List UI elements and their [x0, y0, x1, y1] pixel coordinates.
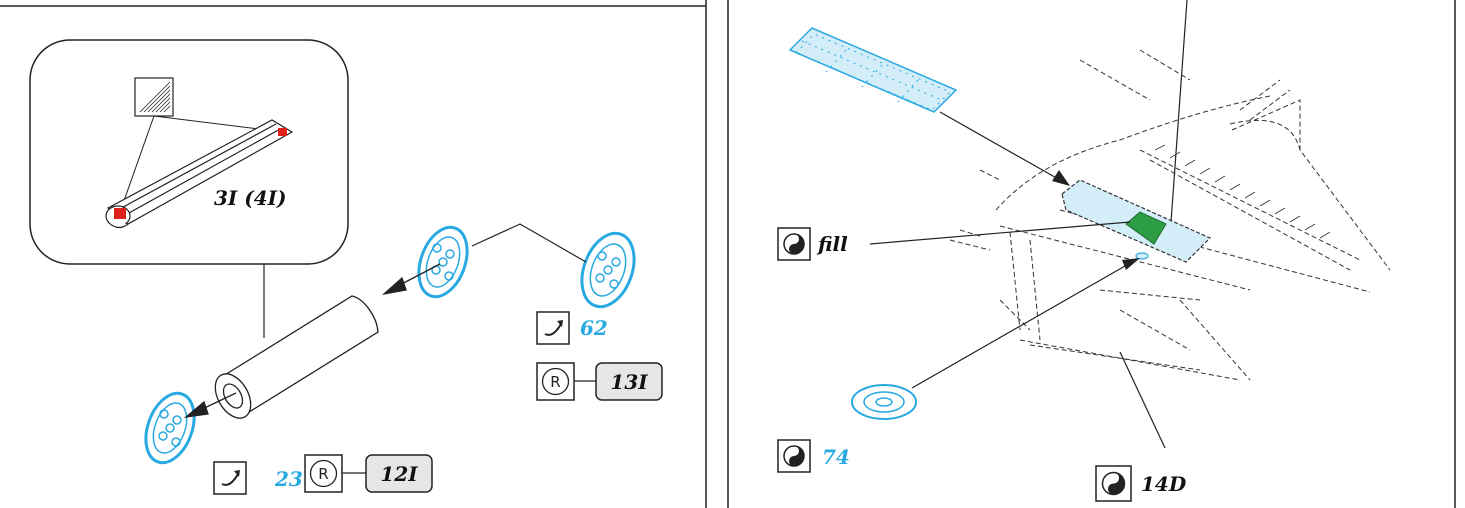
registered-icon-13I: R	[536, 362, 575, 401]
step-number-23: 23	[274, 467, 303, 491]
paint-icon-14D	[1095, 465, 1132, 502]
part-74-leader-line	[911, 261, 1133, 389]
wheel-bottom	[144, 391, 196, 465]
green-decal	[1125, 211, 1167, 245]
registered-icon-12I: R	[304, 454, 343, 493]
ref-label-12I: 12I	[380, 462, 418, 486]
wheel-spare	[580, 231, 636, 309]
wheel-link-line	[471, 223, 587, 263]
red-mark-back	[278, 128, 287, 136]
svg-text:R: R	[550, 373, 560, 391]
glue-icon-23	[213, 461, 247, 495]
wheel-top	[417, 225, 469, 299]
fill-leader-line	[869, 221, 1131, 245]
glue-icon-62	[536, 311, 570, 345]
red-mark-front	[114, 208, 126, 219]
fill-label: fill	[816, 232, 848, 256]
patch-arrowhead	[1052, 170, 1070, 186]
part-74-disc	[851, 384, 917, 420]
paint-icon-fill	[777, 227, 811, 261]
top-leader-line	[1169, 0, 1188, 237]
fuselage-sketch	[949, 49, 1391, 381]
part-74-label: 74	[822, 445, 850, 469]
step-number-62: 62	[580, 316, 608, 340]
patch-arrow-line	[939, 111, 1061, 181]
svg-text:R: R	[318, 465, 328, 483]
part-74-arrowhead	[1122, 258, 1140, 270]
inset-part-label: 3I (4I)	[214, 186, 286, 210]
patch-sheet	[788, 27, 958, 113]
left-panel: 3I (4I)	[29, 39, 663, 495]
ref-badge-12I	[365, 454, 433, 493]
sanding-hatch-icon	[134, 77, 174, 117]
part-14d-label: 14D	[1141, 472, 1187, 496]
assembly-arrows-left	[183, 263, 441, 418]
right-panel: fill 74 14D	[777, 0, 1391, 502]
detail-inset-box	[29, 39, 349, 265]
part-14d-leader-line	[1119, 351, 1166, 449]
roller-cylinder	[214, 295, 379, 419]
ref-label-13I: 13I	[610, 370, 648, 394]
fuselage-hatching	[1154, 144, 1331, 239]
paint-icon-74	[777, 439, 811, 473]
blue-part-spot	[1135, 252, 1149, 260]
